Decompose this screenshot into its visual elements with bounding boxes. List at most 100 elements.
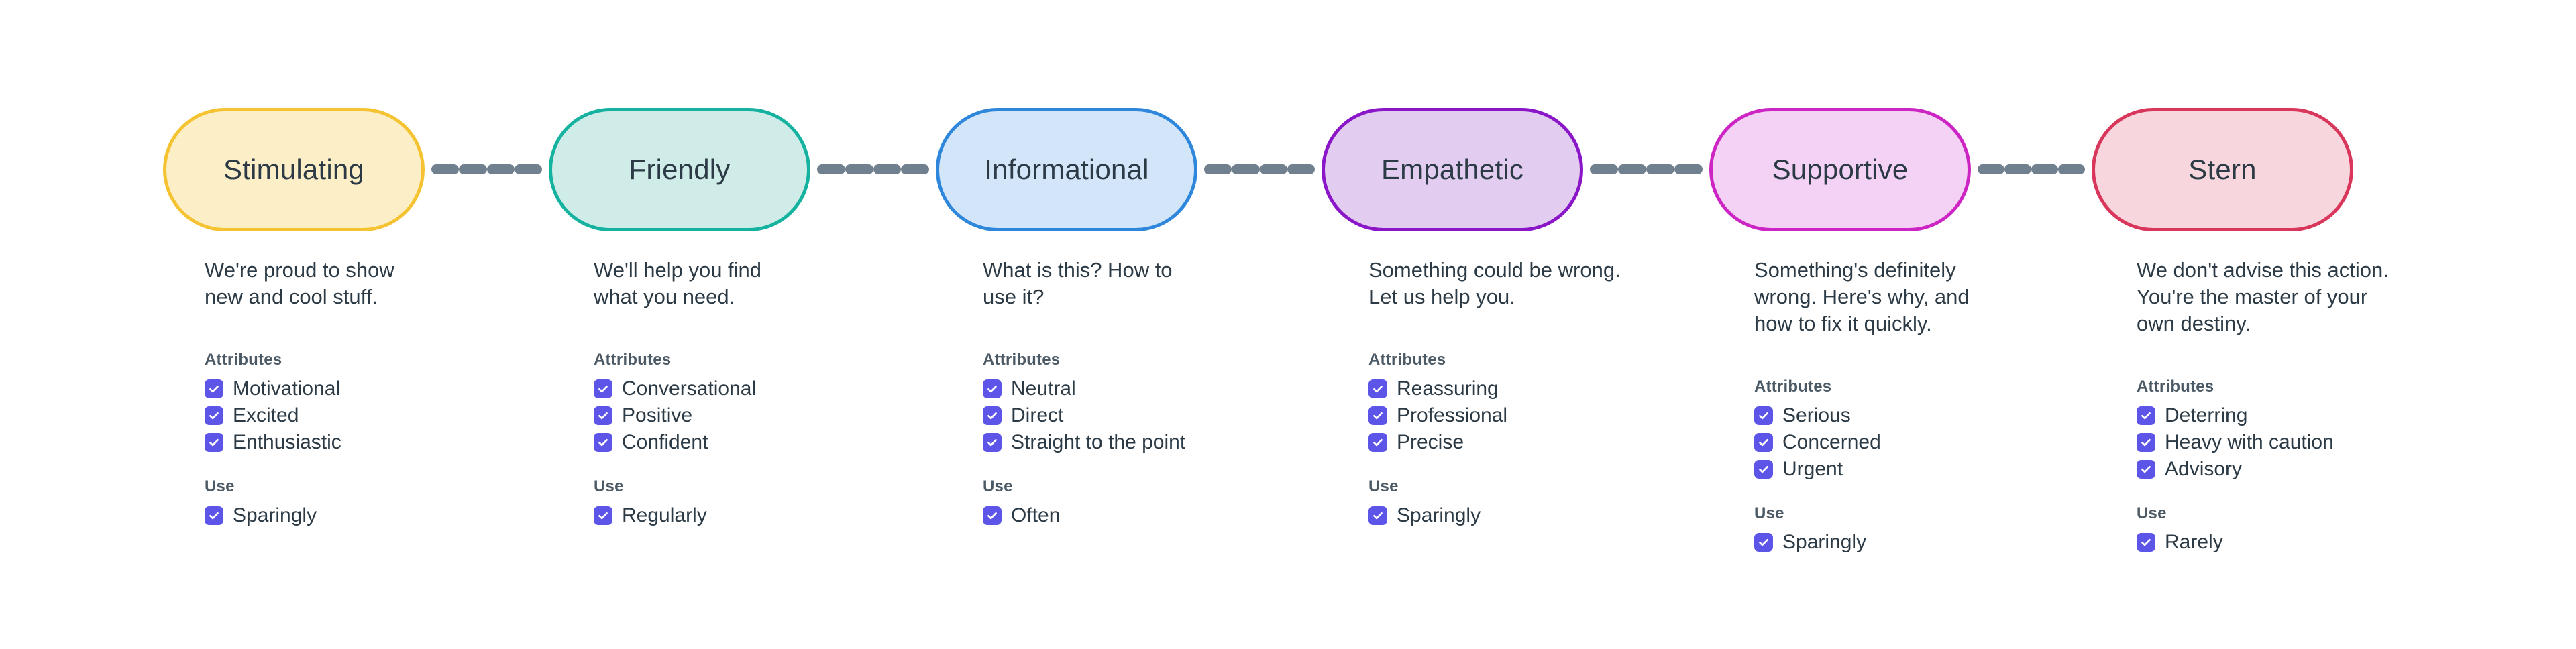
tone-pill-supportive[interactable]: Supportive bbox=[1709, 108, 1971, 231]
checkbox-row[interactable]: Motivational bbox=[205, 375, 553, 402]
attributes-heading: Attributes bbox=[1754, 377, 1832, 396]
dash-segment bbox=[431, 164, 460, 174]
checkbox-row[interactable]: Confident bbox=[594, 429, 943, 456]
checkbox-row[interactable]: Sparingly bbox=[1754, 529, 2103, 556]
checkbox-row[interactable]: Direct bbox=[983, 402, 1332, 429]
use-heading: Use bbox=[1368, 477, 1399, 495]
connector-dashes-4 bbox=[1590, 164, 1703, 174]
stage-description: Something could be wrong. Let us help yo… bbox=[1368, 258, 1621, 308]
checkbox-label: Regularly bbox=[622, 504, 707, 526]
tone-pill-informational[interactable]: Informational bbox=[936, 108, 1197, 231]
checkbox-row[interactable]: Sparingly bbox=[205, 502, 553, 529]
dash-segment bbox=[1590, 164, 1618, 174]
checkbox-checked-icon[interactable] bbox=[205, 506, 223, 525]
checkbox-row[interactable]: Positive bbox=[594, 402, 943, 429]
checkbox-row[interactable]: Concerned bbox=[1754, 429, 2103, 456]
checkbox-label: Heavy with caution bbox=[2165, 431, 2334, 453]
checkbox-checked-icon[interactable] bbox=[594, 406, 612, 425]
checkbox-label: Urgent bbox=[1782, 458, 1843, 480]
use-heading: Use bbox=[1754, 504, 1784, 522]
checkbox-row[interactable]: Professional bbox=[1368, 402, 1717, 429]
checkbox-row[interactable]: Often bbox=[983, 502, 1332, 529]
checkbox-checked-icon[interactable] bbox=[1368, 506, 1387, 525]
checkbox-checked-icon[interactable] bbox=[983, 506, 1002, 525]
checkbox-checked-icon[interactable] bbox=[594, 506, 612, 525]
checkbox-checked-icon[interactable] bbox=[205, 433, 223, 452]
stage-description: We don't advise this action. You're the … bbox=[2137, 258, 2389, 335]
checkbox-row[interactable]: Heavy with caution bbox=[2137, 429, 2485, 456]
checkbox-row[interactable]: Conversational bbox=[594, 375, 943, 402]
checkbox-checked-icon[interactable] bbox=[983, 379, 1002, 398]
checkbox-row[interactable]: Straight to the point bbox=[983, 429, 1332, 456]
tone-pill-label: Informational bbox=[984, 154, 1149, 185]
dash-segment bbox=[1287, 164, 1315, 174]
attributes-heading: Attributes bbox=[983, 351, 1061, 369]
dash-segment bbox=[459, 164, 487, 174]
connector-dashes-5 bbox=[1978, 164, 2085, 174]
checkbox-checked-icon[interactable] bbox=[1368, 379, 1387, 398]
checkbox-checked-icon[interactable] bbox=[983, 433, 1002, 452]
dash-segment bbox=[514, 164, 542, 174]
checkbox-checked-icon[interactable] bbox=[2137, 433, 2155, 452]
attributes-heading: Attributes bbox=[205, 351, 282, 369]
checkbox-checked-icon[interactable] bbox=[205, 379, 223, 398]
tone-pill-stern[interactable]: Stern bbox=[2092, 108, 2353, 231]
attributes-heading: Attributes bbox=[594, 351, 672, 369]
checkbox-checked-icon[interactable] bbox=[594, 433, 612, 452]
dash-segment bbox=[901, 164, 929, 174]
checkbox-row[interactable]: Excited bbox=[205, 402, 553, 429]
checkbox-checked-icon[interactable] bbox=[1754, 533, 1773, 552]
stage-description: Something's definitely wrong. Here's why… bbox=[1754, 258, 1970, 335]
use-heading: Use bbox=[594, 477, 624, 495]
use-heading: Use bbox=[205, 477, 235, 495]
checkbox-label: Advisory bbox=[2165, 458, 2243, 480]
checkbox-label: Precise bbox=[1397, 431, 1464, 453]
checkbox-row[interactable]: Urgent bbox=[1754, 456, 2103, 483]
stage-description: We're proud to show new and cool stuff. bbox=[205, 258, 394, 308]
checkbox-checked-icon[interactable] bbox=[1754, 460, 1773, 479]
dash-segment bbox=[817, 164, 845, 174]
stage-description: What is this? How to use it? bbox=[983, 258, 1173, 308]
checkbox-checked-icon[interactable] bbox=[2137, 406, 2155, 425]
tone-pill-label: Friendly bbox=[629, 154, 731, 185]
stage-column-empathetic: Something could be wrong. Let us help yo… bbox=[1368, 257, 1717, 529]
checkbox-row[interactable]: Precise bbox=[1368, 429, 1717, 456]
checkbox-checked-icon[interactable] bbox=[205, 406, 223, 425]
checkbox-checked-icon[interactable] bbox=[1368, 406, 1387, 425]
checkbox-row[interactable]: Sparingly bbox=[1368, 502, 1717, 529]
checkbox-row[interactable]: Deterring bbox=[2137, 402, 2485, 429]
tone-pill-empathetic[interactable]: Empathetic bbox=[1322, 108, 1583, 231]
checkbox-row[interactable]: Enthusiastic bbox=[205, 429, 553, 456]
checkbox-checked-icon[interactable] bbox=[1368, 433, 1387, 452]
dash-segment bbox=[2004, 164, 2031, 174]
checkbox-row[interactable]: Regularly bbox=[594, 502, 943, 529]
checkbox-label: Conversational bbox=[622, 377, 757, 400]
stage-description: We'll help you find what you need. bbox=[594, 258, 762, 308]
checkbox-checked-icon[interactable] bbox=[594, 379, 612, 398]
dash-segment bbox=[2058, 164, 2085, 174]
checkbox-label: Sparingly bbox=[233, 504, 317, 526]
checkbox-row[interactable]: Serious bbox=[1754, 402, 2103, 429]
checkbox-checked-icon[interactable] bbox=[1754, 433, 1773, 452]
tone-pill-label: Stimulating bbox=[223, 154, 364, 185]
checkbox-label: Positive bbox=[622, 404, 693, 426]
stage-column-stern: We don't advise this action. You're the … bbox=[2137, 257, 2485, 556]
checkbox-row[interactable]: Reassuring bbox=[1368, 375, 1717, 402]
checkbox-checked-icon[interactable] bbox=[983, 406, 1002, 425]
checkbox-row[interactable]: Rarely bbox=[2137, 529, 2485, 556]
checkbox-label: Straight to the point bbox=[1011, 431, 1186, 453]
checkbox-checked-icon[interactable] bbox=[1754, 406, 1773, 425]
checkbox-checked-icon[interactable] bbox=[2137, 460, 2155, 479]
checkbox-row[interactable]: Neutral bbox=[983, 375, 1332, 402]
checkbox-checked-icon[interactable] bbox=[2137, 533, 2155, 552]
tone-pill-friendly[interactable]: Friendly bbox=[549, 108, 810, 231]
checkbox-row[interactable]: Advisory bbox=[2137, 456, 2485, 483]
checkbox-label: Sparingly bbox=[1782, 531, 1867, 553]
tone-pill-stimulating[interactable]: Stimulating bbox=[163, 108, 425, 231]
tone-pill-label: Supportive bbox=[1772, 154, 1909, 185]
stage-column-supportive: Something's definitely wrong. Here's why… bbox=[1754, 257, 2103, 556]
